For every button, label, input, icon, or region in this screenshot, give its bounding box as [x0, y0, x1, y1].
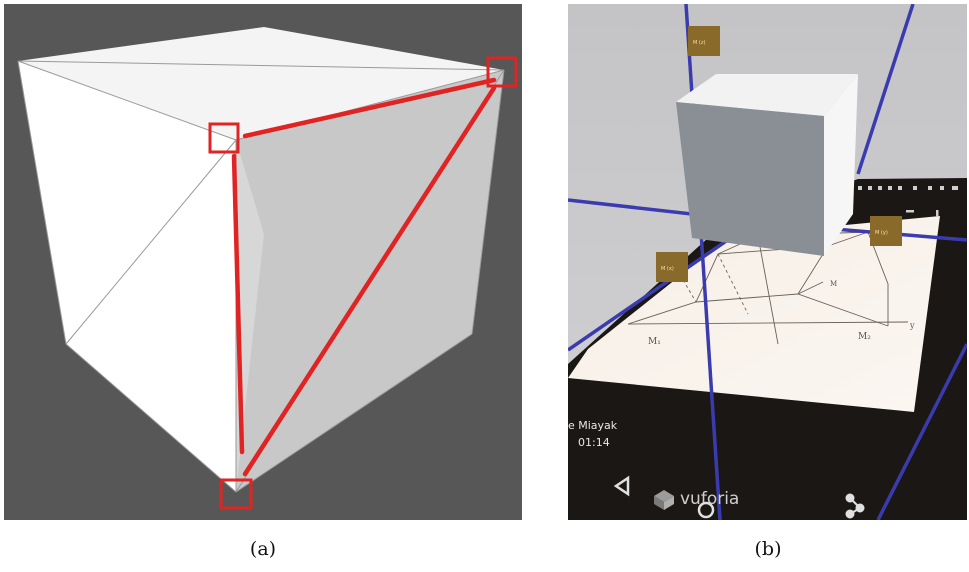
ar-axes: [568, 4, 967, 520]
ar-scene-canvas: M₁ M₂ y M M (z) M (y) M (x): [568, 4, 967, 520]
vertex-marker-right: [486, 56, 518, 88]
vuforia-watermark: vuforia: [680, 489, 739, 509]
caption-a: (a): [249, 538, 277, 560]
highlighted-triangle: [231, 77, 497, 477]
back-icon: [613, 475, 630, 497]
caption-b: (b): [754, 538, 782, 560]
axis-vertical: [684, 4, 722, 520]
ar-tag-z-text: M (z): [693, 40, 705, 46]
ar-tag-x-text: M (x): [661, 266, 674, 272]
vertex-marker-bottom: [219, 478, 253, 510]
panel-a-cube-render: [4, 4, 522, 520]
ar-tag-y: [870, 216, 902, 246]
ar-cube-side: [824, 74, 858, 256]
sketch-label-y: y: [909, 321, 915, 330]
axis-diagonal-left: [568, 224, 749, 352]
phone-screen-page: [568, 216, 940, 412]
ar-tag-x: [656, 252, 688, 282]
cube-left-face: [18, 61, 236, 492]
ar-cube-top: [676, 74, 858, 116]
shading-band: [236, 140, 264, 492]
home-icon: [697, 501, 715, 519]
ar-tag-z: [688, 26, 720, 56]
phone-author-text: e Miayak: [568, 419, 618, 432]
axis-diagonal-right: [876, 343, 967, 520]
sketch-label-m: M: [830, 280, 837, 288]
phone-status-icons: [858, 186, 958, 217]
panel-b-ar-scene: M₁ M₂ y M M (z) M (y) M (x): [568, 4, 967, 520]
ar-cube-front: [676, 102, 824, 256]
sketch-label-m2: M₂: [858, 332, 871, 342]
sketch-label-m1: M₁: [648, 337, 661, 347]
cube-top-face: [18, 27, 504, 140]
vertex-marker-top: [208, 122, 240, 154]
vuforia-logo-icon: [654, 490, 674, 510]
cube-render-canvas: [17, 27, 518, 510]
phone-time-text: 01:14: [578, 436, 610, 449]
vertex-markers: [208, 56, 518, 510]
share-icon: [845, 493, 865, 519]
ar-tag-y-text: M (y): [875, 230, 888, 236]
axis-up-right: [856, 4, 915, 175]
